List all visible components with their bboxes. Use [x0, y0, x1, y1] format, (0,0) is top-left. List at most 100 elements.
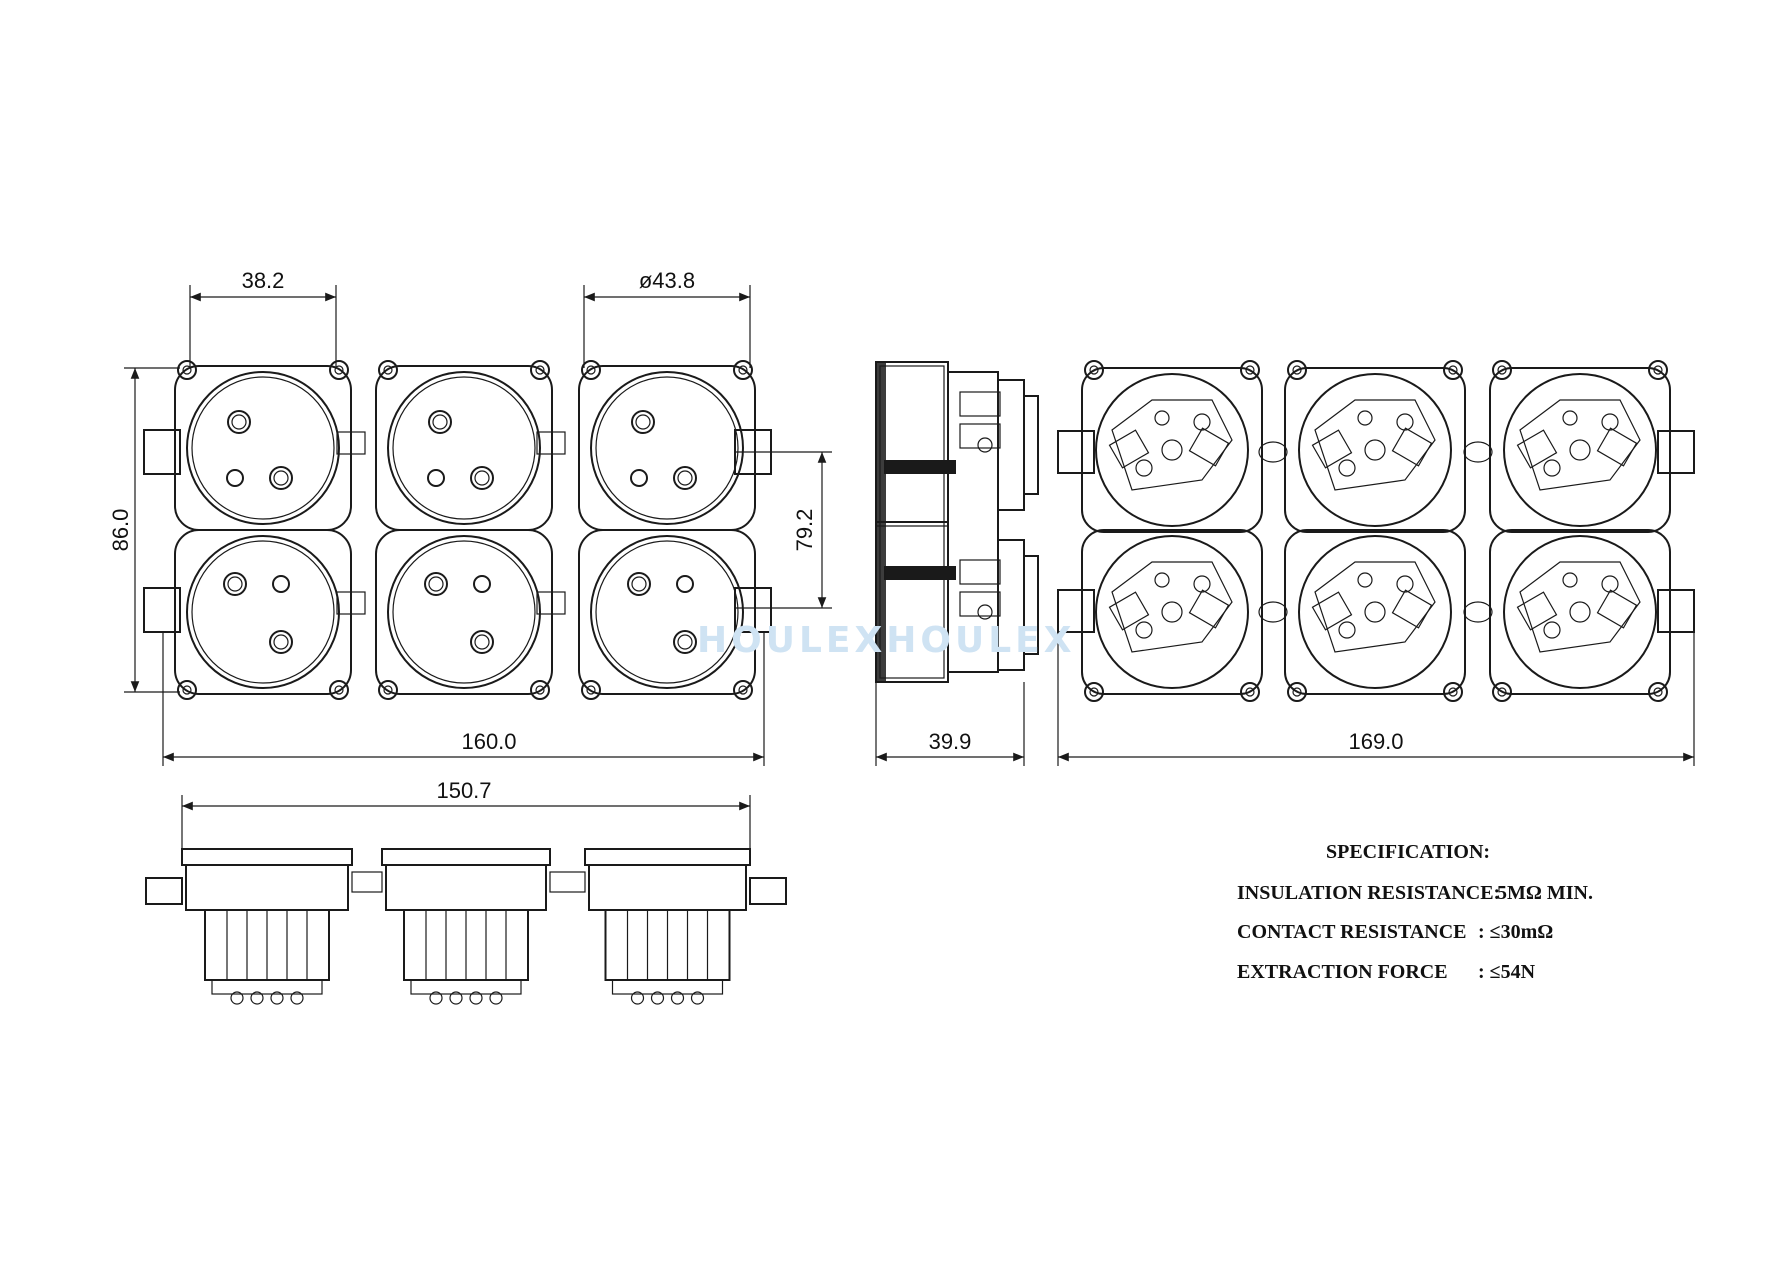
- mount-hole: [1443, 682, 1463, 702]
- socket-face-inner: [595, 376, 739, 520]
- dim-width-bottom: 150.7: [436, 778, 491, 803]
- mount-hole-inner: [1292, 365, 1302, 375]
- pin-hole: [269, 466, 293, 490]
- socket-face-inner: [191, 376, 335, 520]
- mount-hole-inner: [1497, 687, 1507, 697]
- mount-hole-inner: [1245, 687, 1255, 697]
- terminal-screw: [1562, 572, 1578, 588]
- pin-hole: [227, 410, 251, 434]
- unit-flange: [588, 864, 747, 911]
- terminal-screw: [1135, 621, 1153, 639]
- mount-hole-inner: [586, 365, 596, 375]
- pin-hole: [272, 575, 290, 593]
- pin-hole: [427, 469, 445, 487]
- mount-hole: [1648, 682, 1668, 702]
- socket-frame: [1284, 367, 1466, 533]
- socket-face-inner: [595, 540, 739, 684]
- socket-frame: [578, 365, 756, 531]
- terminal-screw: [1569, 601, 1591, 623]
- unit-flange: [185, 864, 349, 911]
- unit-foot: [429, 991, 443, 1005]
- socket-frame: [1489, 529, 1671, 695]
- socket-frame: [174, 365, 352, 531]
- dim-diameter: ø43.8: [639, 268, 695, 293]
- mount-hole: [581, 360, 601, 380]
- mount-hole: [1443, 360, 1463, 380]
- mount-hole: [530, 360, 550, 380]
- terminal-clamp: [1108, 591, 1150, 631]
- back-socket: [1284, 360, 1466, 533]
- pin-hole: [673, 630, 697, 654]
- terminal-screw: [1338, 621, 1356, 639]
- front-socket: [578, 360, 756, 531]
- terminal-clamp: [1516, 591, 1558, 631]
- mount-hole: [378, 360, 398, 380]
- mount-hole: [1084, 682, 1104, 702]
- unit-face-plate: [181, 848, 353, 866]
- terminal-screw: [1357, 410, 1373, 426]
- mount-hole-inner: [1089, 687, 1099, 697]
- spec-value-contact: : ≤30mΩ: [1478, 921, 1553, 943]
- bottom-unit: [381, 848, 551, 1005]
- bridge-clip: [1258, 441, 1288, 463]
- mount-hole: [733, 680, 753, 700]
- pin-hole-inner: [474, 634, 490, 650]
- mount-hole: [177, 680, 197, 700]
- pin-hole: [627, 572, 651, 596]
- socket-face-outer: [186, 535, 340, 689]
- terminal-clamp: [1108, 429, 1150, 469]
- unit-flange: [385, 864, 547, 911]
- side-tab: [145, 877, 183, 905]
- terminal-screw: [1357, 572, 1373, 588]
- front-socket: [375, 360, 553, 531]
- dim-width-front: 160.0: [461, 729, 516, 754]
- spec-value-insulation: 5MΩ MIN.: [1497, 882, 1593, 904]
- front-socket: [375, 529, 553, 700]
- unit-foot: [290, 991, 304, 1005]
- front-socket: [174, 529, 352, 700]
- unit-face-plate: [584, 848, 751, 866]
- terminal-screw: [1193, 575, 1211, 593]
- pin-hole: [470, 630, 494, 654]
- mount-hole: [1287, 682, 1307, 702]
- bridge: [336, 431, 366, 455]
- specification-block: SPECIFICATION: INSULATION RESISTANCE: 5M…: [1237, 841, 1593, 983]
- terminal-block: [1519, 561, 1641, 653]
- socket-frame: [174, 529, 352, 695]
- mount-hole: [177, 360, 197, 380]
- terminal-clamp: [1188, 589, 1230, 629]
- mount-hole-inner: [1089, 365, 1099, 375]
- mount-hole-inner: [1245, 365, 1255, 375]
- back-socket: [1489, 360, 1671, 533]
- socket-face-outer: [186, 371, 340, 525]
- pin-hole-inner: [635, 414, 651, 430]
- mount-hole-inner: [334, 685, 344, 695]
- mount-hole-inner: [1448, 687, 1458, 697]
- dimension-lines: [124, 285, 1695, 850]
- unit-foot: [270, 991, 284, 1005]
- mount-hole: [1492, 360, 1512, 380]
- bridge: [336, 591, 366, 615]
- terminal-clamp: [1391, 427, 1433, 467]
- mount-hole: [329, 360, 349, 380]
- pin-hole-inner: [273, 470, 289, 486]
- pin-hole-inner: [631, 576, 647, 592]
- mount-hole-inner: [383, 365, 393, 375]
- terminal-screw: [1601, 413, 1619, 431]
- bridge-clip: [1463, 601, 1493, 623]
- mount-hole: [378, 680, 398, 700]
- pin-hole: [630, 469, 648, 487]
- socket-body: [1503, 373, 1657, 527]
- terminal-screw: [1193, 413, 1211, 431]
- socket-frame: [578, 529, 756, 695]
- spec-label-extraction: EXTRACTION FORCE: [1237, 961, 1448, 983]
- terminal-screw: [1154, 410, 1170, 426]
- spec-label-contact: CONTACT RESISTANCE: [1237, 921, 1467, 943]
- spec-label-insulation: INSULATION RESISTANCE:: [1237, 882, 1500, 904]
- mount-hole-inner: [535, 365, 545, 375]
- mount-hole-inner: [1653, 365, 1663, 375]
- front-view: [143, 360, 772, 700]
- dim-depth-side: 39.9: [929, 729, 972, 754]
- back-view: [1057, 360, 1695, 702]
- unit-foot: [630, 991, 645, 1005]
